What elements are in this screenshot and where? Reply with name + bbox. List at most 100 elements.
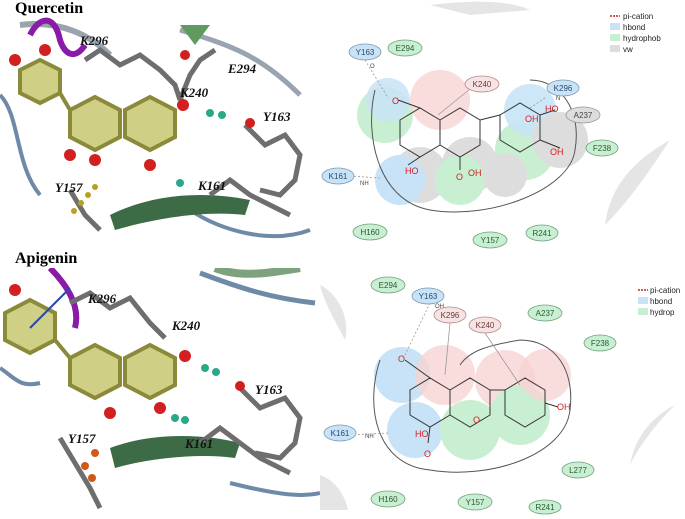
residue-node: F238	[585, 139, 619, 157]
residue-node: Y157	[472, 231, 508, 249]
sheet-ribbon	[110, 436, 240, 468]
residue-node: Y163	[348, 43, 382, 61]
legend: pi-cation hbond hydrophob vw	[610, 12, 661, 54]
backbone-tube	[19, 21, 113, 58]
helix-ribbon	[27, 17, 88, 57]
atom-label: HO	[415, 429, 429, 439]
vw-halo	[483, 153, 527, 197]
ligand-ring-a	[123, 94, 177, 153]
atom-label: O	[473, 415, 480, 425]
ligand-skeleton	[397, 99, 561, 170]
atom-label: NH	[360, 181, 369, 187]
residue-node: K161	[323, 424, 357, 442]
vw-crescent	[320, 475, 348, 510]
svg-text:Y157: Y157	[481, 236, 500, 245]
atom-label: O	[392, 96, 399, 106]
residue-node: L277	[561, 461, 595, 479]
backbone-tube	[188, 208, 311, 239]
svg-text:H160: H160	[360, 228, 380, 237]
yellow-dot-line	[71, 184, 98, 214]
residue-node: E294	[387, 39, 423, 57]
atom-label: OH	[468, 168, 482, 178]
residue-node: K161	[321, 167, 355, 185]
residue-label-3d: Y157	[68, 431, 96, 446]
panel-title-apigenin: Apigenin	[15, 250, 78, 267]
legend-label: hbond	[623, 23, 645, 32]
residue-node: H160	[352, 223, 388, 241]
side-chain-y163	[238, 386, 303, 461]
ligand-bond	[53, 338, 72, 360]
hbond-dot	[206, 109, 214, 117]
atom-label: N	[556, 96, 560, 102]
atom-label: O	[424, 449, 431, 459]
residue-label-3d: K240	[171, 318, 201, 333]
svg-text:F238: F238	[593, 144, 612, 153]
legend-label: pi-cation	[650, 286, 680, 295]
oxygen-atom	[177, 99, 189, 111]
sheet-ribbon	[110, 195, 250, 230]
svg-text:K161: K161	[329, 172, 348, 181]
residue-label-3d: E294	[227, 61, 257, 76]
legend-swatch-hydrophob	[610, 34, 620, 41]
side-chain-e294	[177, 47, 217, 101]
legend-label: pi-cation	[623, 12, 653, 21]
residue-node: K240	[464, 75, 500, 93]
svg-text:Y157: Y157	[466, 498, 485, 507]
svg-text:K296: K296	[441, 311, 460, 320]
residue-node: Y163	[411, 287, 445, 305]
oxygen-atom	[89, 154, 101, 166]
contour-line	[371, 79, 577, 213]
svg-text:K240: K240	[476, 321, 495, 330]
residue-node: H160	[370, 490, 406, 508]
panel-title-quercetin: Quercetin	[15, 0, 84, 17]
backbone-tube	[0, 366, 41, 387]
vw-crescent	[430, 1, 530, 15]
quercetin-3d-structure: K296 E294 K240 Y163 Y157 K161	[0, 17, 311, 239]
ligand-skeleton	[404, 359, 559, 444]
residue-node: A237	[565, 106, 601, 124]
svg-text:F238: F238	[591, 339, 610, 348]
svg-text:A237: A237	[574, 111, 593, 120]
residue-node: A237	[527, 304, 563, 322]
residue-node: K240	[468, 316, 502, 334]
atom-label: OH	[557, 402, 571, 412]
oxygen-atom	[179, 350, 191, 362]
vw-crescent	[630, 405, 675, 465]
svg-text:E294: E294	[396, 44, 415, 53]
residue-label-3d: K296	[79, 33, 109, 48]
residue-label-3d: K296	[87, 291, 117, 306]
svg-text:H160: H160	[378, 495, 398, 504]
ligand-ring-b	[3, 297, 57, 356]
svg-text:Y163: Y163	[419, 292, 438, 301]
quercetin-2d-interaction-map: O OH HO OH HO O OH NH N O Y163 E294 K240…	[321, 1, 670, 249]
oxygen-atom	[9, 54, 21, 66]
backbone-tube	[199, 270, 316, 306]
side-chain-k161	[198, 424, 292, 476]
hbond-leader	[529, 97, 546, 109]
oxygen-atom	[144, 159, 156, 171]
vw-crescent	[605, 140, 670, 225]
atom-label: O	[398, 354, 405, 364]
ligand-ring-c	[68, 94, 122, 153]
atom-label: HO	[545, 104, 559, 114]
side-chain-y157	[57, 436, 103, 510]
residue-node: E294	[370, 276, 406, 294]
legend: pi-cation hbond hydrop	[638, 286, 680, 317]
side-chain-y157	[67, 188, 102, 232]
svg-text:K296: K296	[554, 84, 573, 93]
ligand-bond	[58, 91, 72, 112]
pi-cation-leader	[437, 84, 476, 116]
contour-line	[373, 339, 572, 473]
side-chain-k161	[208, 176, 292, 218]
legend-swatch-hydrophob	[638, 308, 648, 315]
ligand-ring-b	[18, 57, 62, 106]
hbond-leader	[364, 59, 389, 99]
hydrophobic-halo	[435, 155, 485, 205]
oxygen-atom	[9, 284, 21, 296]
orange-dot-cluster	[81, 449, 99, 482]
hbond-dot	[218, 111, 226, 119]
oxygen-atom	[39, 44, 51, 56]
pi-cation-halo	[519, 349, 571, 401]
atom-label: O	[456, 172, 463, 182]
pi-cation-leader	[484, 332, 521, 386]
